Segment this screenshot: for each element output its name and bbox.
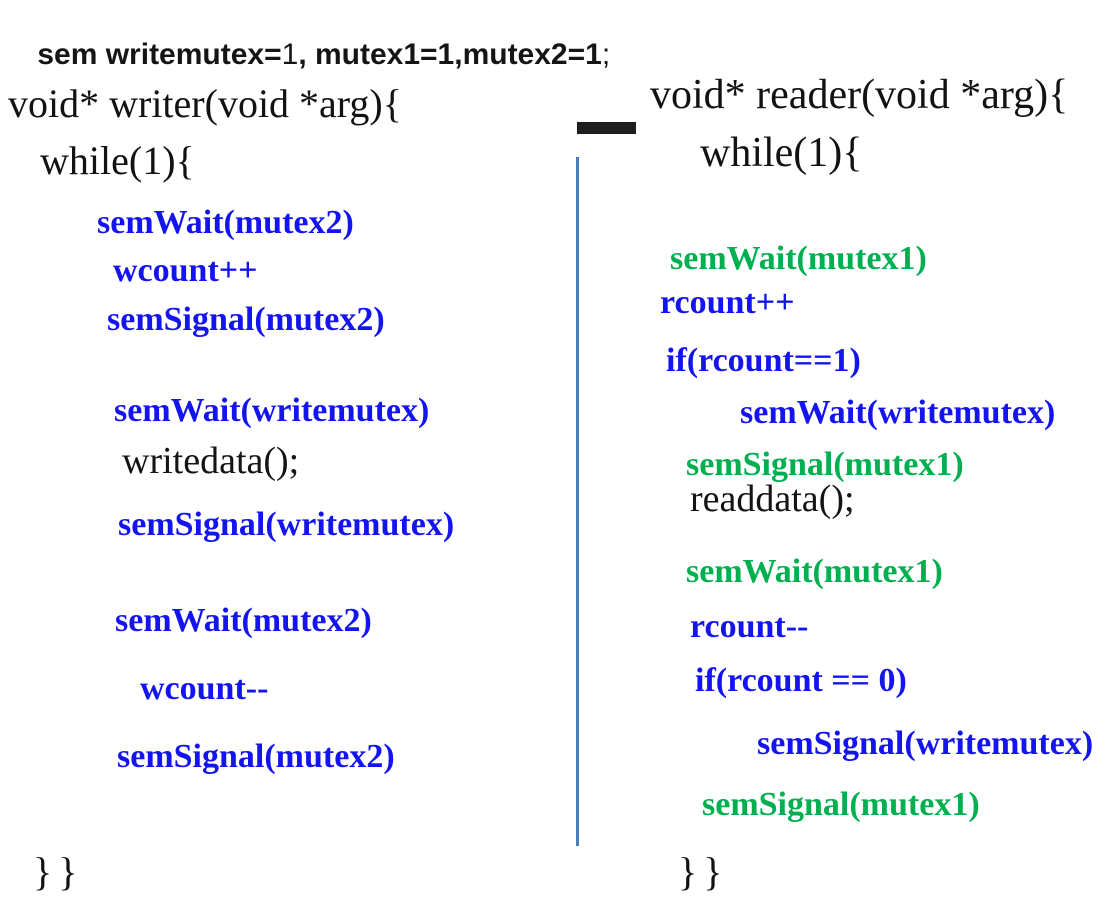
reader-semwait-mutex1-line-2: semWait(mutex1) <box>686 553 943 590</box>
reader-semwait-mutex1-line-1: semWait(mutex1) <box>670 240 927 277</box>
reader-rcount-increment-line: rcount++ <box>660 284 795 321</box>
reader-function-header: void* reader(void *arg){ <box>650 72 1069 118</box>
writer-semsignal-mutex2-line-1: semSignal(mutex2) <box>107 301 385 338</box>
writer-function-header: void* writer(void *arg){ <box>8 81 402 126</box>
semaphore-declaration-title: sem writemutex=1, mutex1=1,mutex2=1; <box>4 4 610 106</box>
title-segment: , mutex1=1,mutex2=1 <box>298 38 602 71</box>
writer-semsignal-writemutex-line: semSignal(writemutex) <box>118 506 455 543</box>
dash-mark <box>577 122 636 134</box>
reader-semsignal-mutex1-line-2: semSignal(mutex1) <box>702 786 980 823</box>
column-divider-line <box>576 157 579 846</box>
writer-semwait-writemutex-line: semWait(writemutex) <box>114 392 430 429</box>
title-segment: 1 <box>281 38 299 71</box>
writer-wcount-increment-line: wcount++ <box>113 252 258 289</box>
reader-closing-braces: }} <box>678 849 729 894</box>
reader-rcount-decrement-line: rcount-- <box>690 608 809 645</box>
reader-readdata-line: readdata(); <box>690 478 855 520</box>
reader-if-rcount-eq-1-line: if(rcount==1) <box>666 342 861 379</box>
reader-semsignal-mutex1-line-1: semSignal(mutex1) <box>686 446 964 483</box>
reader-while-line: while(1){ <box>700 130 863 176</box>
writer-semwait-mutex2-line-1: semWait(mutex2) <box>97 204 354 241</box>
writer-closing-braces: }} <box>33 849 84 894</box>
title-segment: ; <box>601 38 611 71</box>
writer-semsignal-mutex2-line-2: semSignal(mutex2) <box>117 738 395 775</box>
reader-if-rcount-eq-0-line: if(rcount == 0) <box>695 662 907 699</box>
writer-wcount-decrement-line: wcount-- <box>140 670 269 707</box>
reader-semwait-writemutex-line: semWait(writemutex) <box>740 394 1056 431</box>
writer-writedata-line: writedata(); <box>122 440 300 482</box>
reader-semsignal-writemutex-line: semSignal(writemutex) <box>757 725 1094 762</box>
writer-while-line: while(1){ <box>40 138 195 183</box>
writer-semwait-mutex2-line-2: semWait(mutex2) <box>115 602 372 639</box>
title-segment: sem writemutex= <box>37 38 282 71</box>
